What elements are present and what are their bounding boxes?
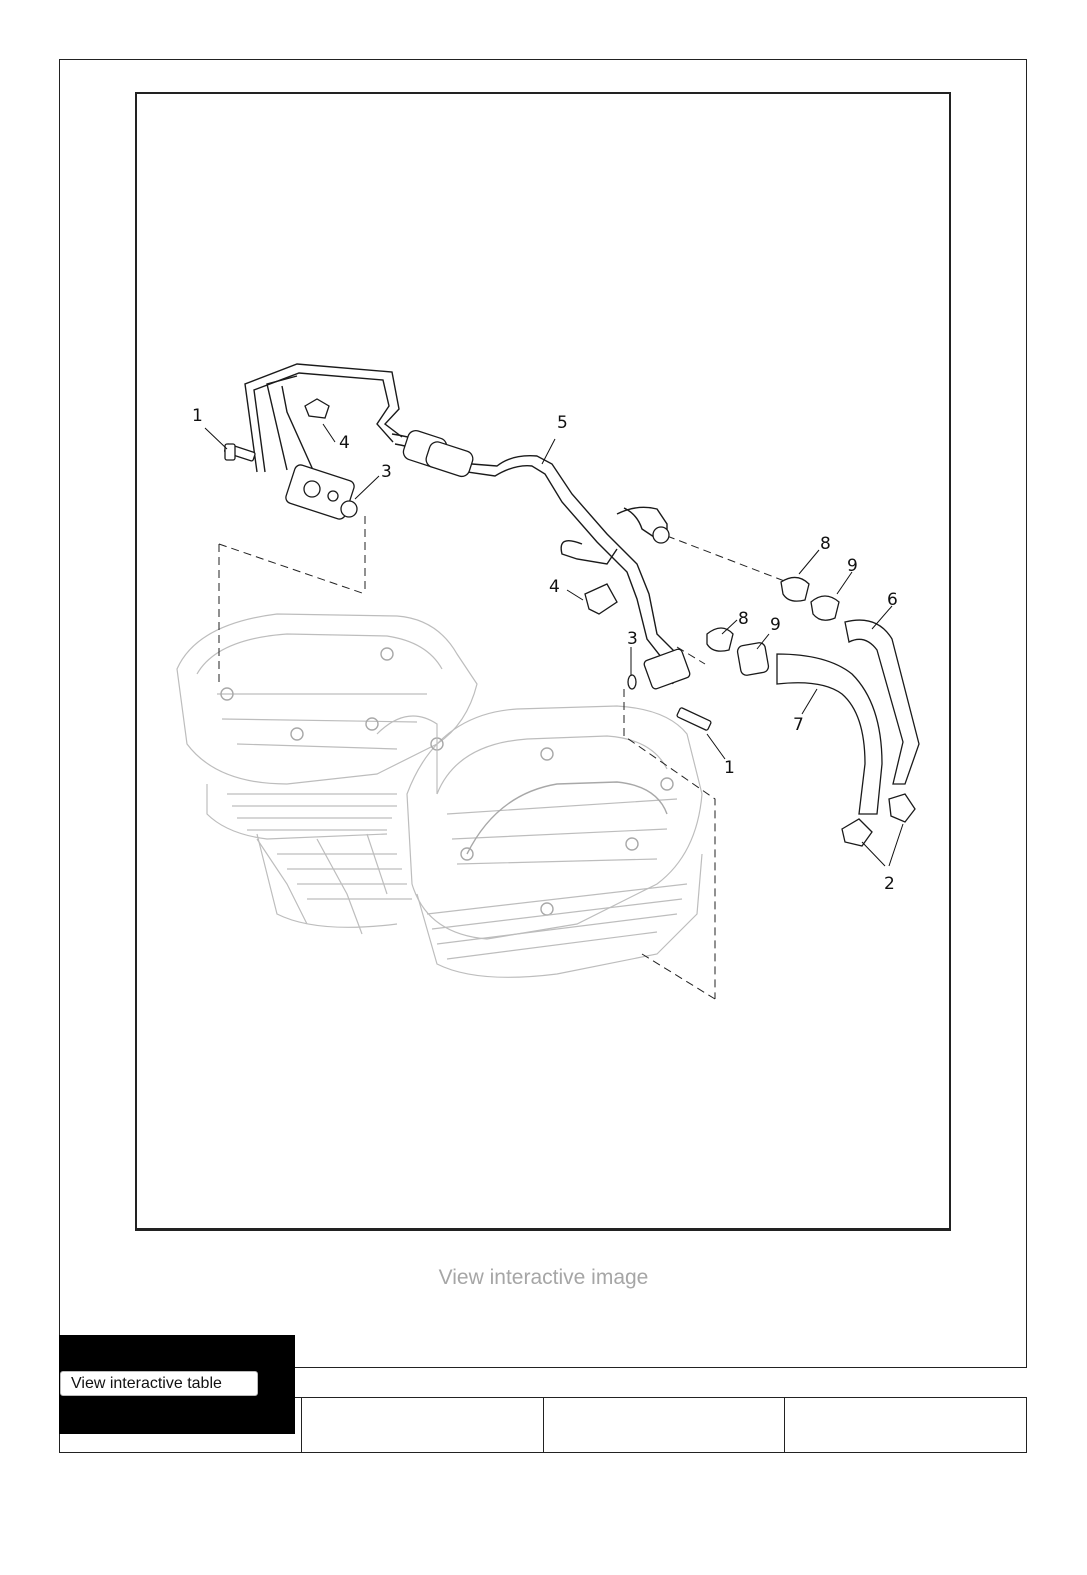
callout-label: 1 xyxy=(192,406,203,426)
table-cell xyxy=(785,1398,1026,1452)
callout-label: 9 xyxy=(770,615,781,635)
table-cell xyxy=(302,1398,544,1452)
exploded-parts-illustration: 1 4 3 5 4 3 8 9 8 9 6 7 1 2 xyxy=(176,363,920,1000)
hardware-parts xyxy=(224,398,920,847)
callout-label: 1 xyxy=(724,758,735,778)
table-cell xyxy=(544,1398,786,1452)
callout-label: 4 xyxy=(339,433,350,453)
engine-illustration xyxy=(176,613,703,978)
table-cell xyxy=(60,1398,302,1452)
callout-label: 8 xyxy=(738,609,749,629)
callout-label: 8 xyxy=(820,534,831,554)
view-interactive-image-link[interactable]: View interactive image xyxy=(438,1266,649,1289)
breather-pipe-assembly xyxy=(244,363,691,690)
callout-labels: 1 4 3 5 4 3 8 9 8 9 6 7 1 2 xyxy=(192,406,898,894)
callout-label: 7 xyxy=(793,715,804,735)
callout-label: 3 xyxy=(381,462,392,482)
callout-label: 2 xyxy=(884,874,895,894)
callout-leaders xyxy=(204,423,904,867)
callout-label: 4 xyxy=(549,577,560,597)
content-frame xyxy=(59,59,1027,1368)
callout-label: 3 xyxy=(627,629,638,649)
assembly-guide-lines xyxy=(218,516,788,1000)
parts-diagram[interactable]: 1 4 3 5 4 3 8 9 8 9 6 7 1 2 xyxy=(135,92,951,1231)
callout-label: 5 xyxy=(557,413,568,433)
callout-label: 9 xyxy=(847,556,858,576)
callout-label: 6 xyxy=(887,590,898,610)
view-interactive-table-button[interactable]: View interactive table xyxy=(60,1371,258,1396)
